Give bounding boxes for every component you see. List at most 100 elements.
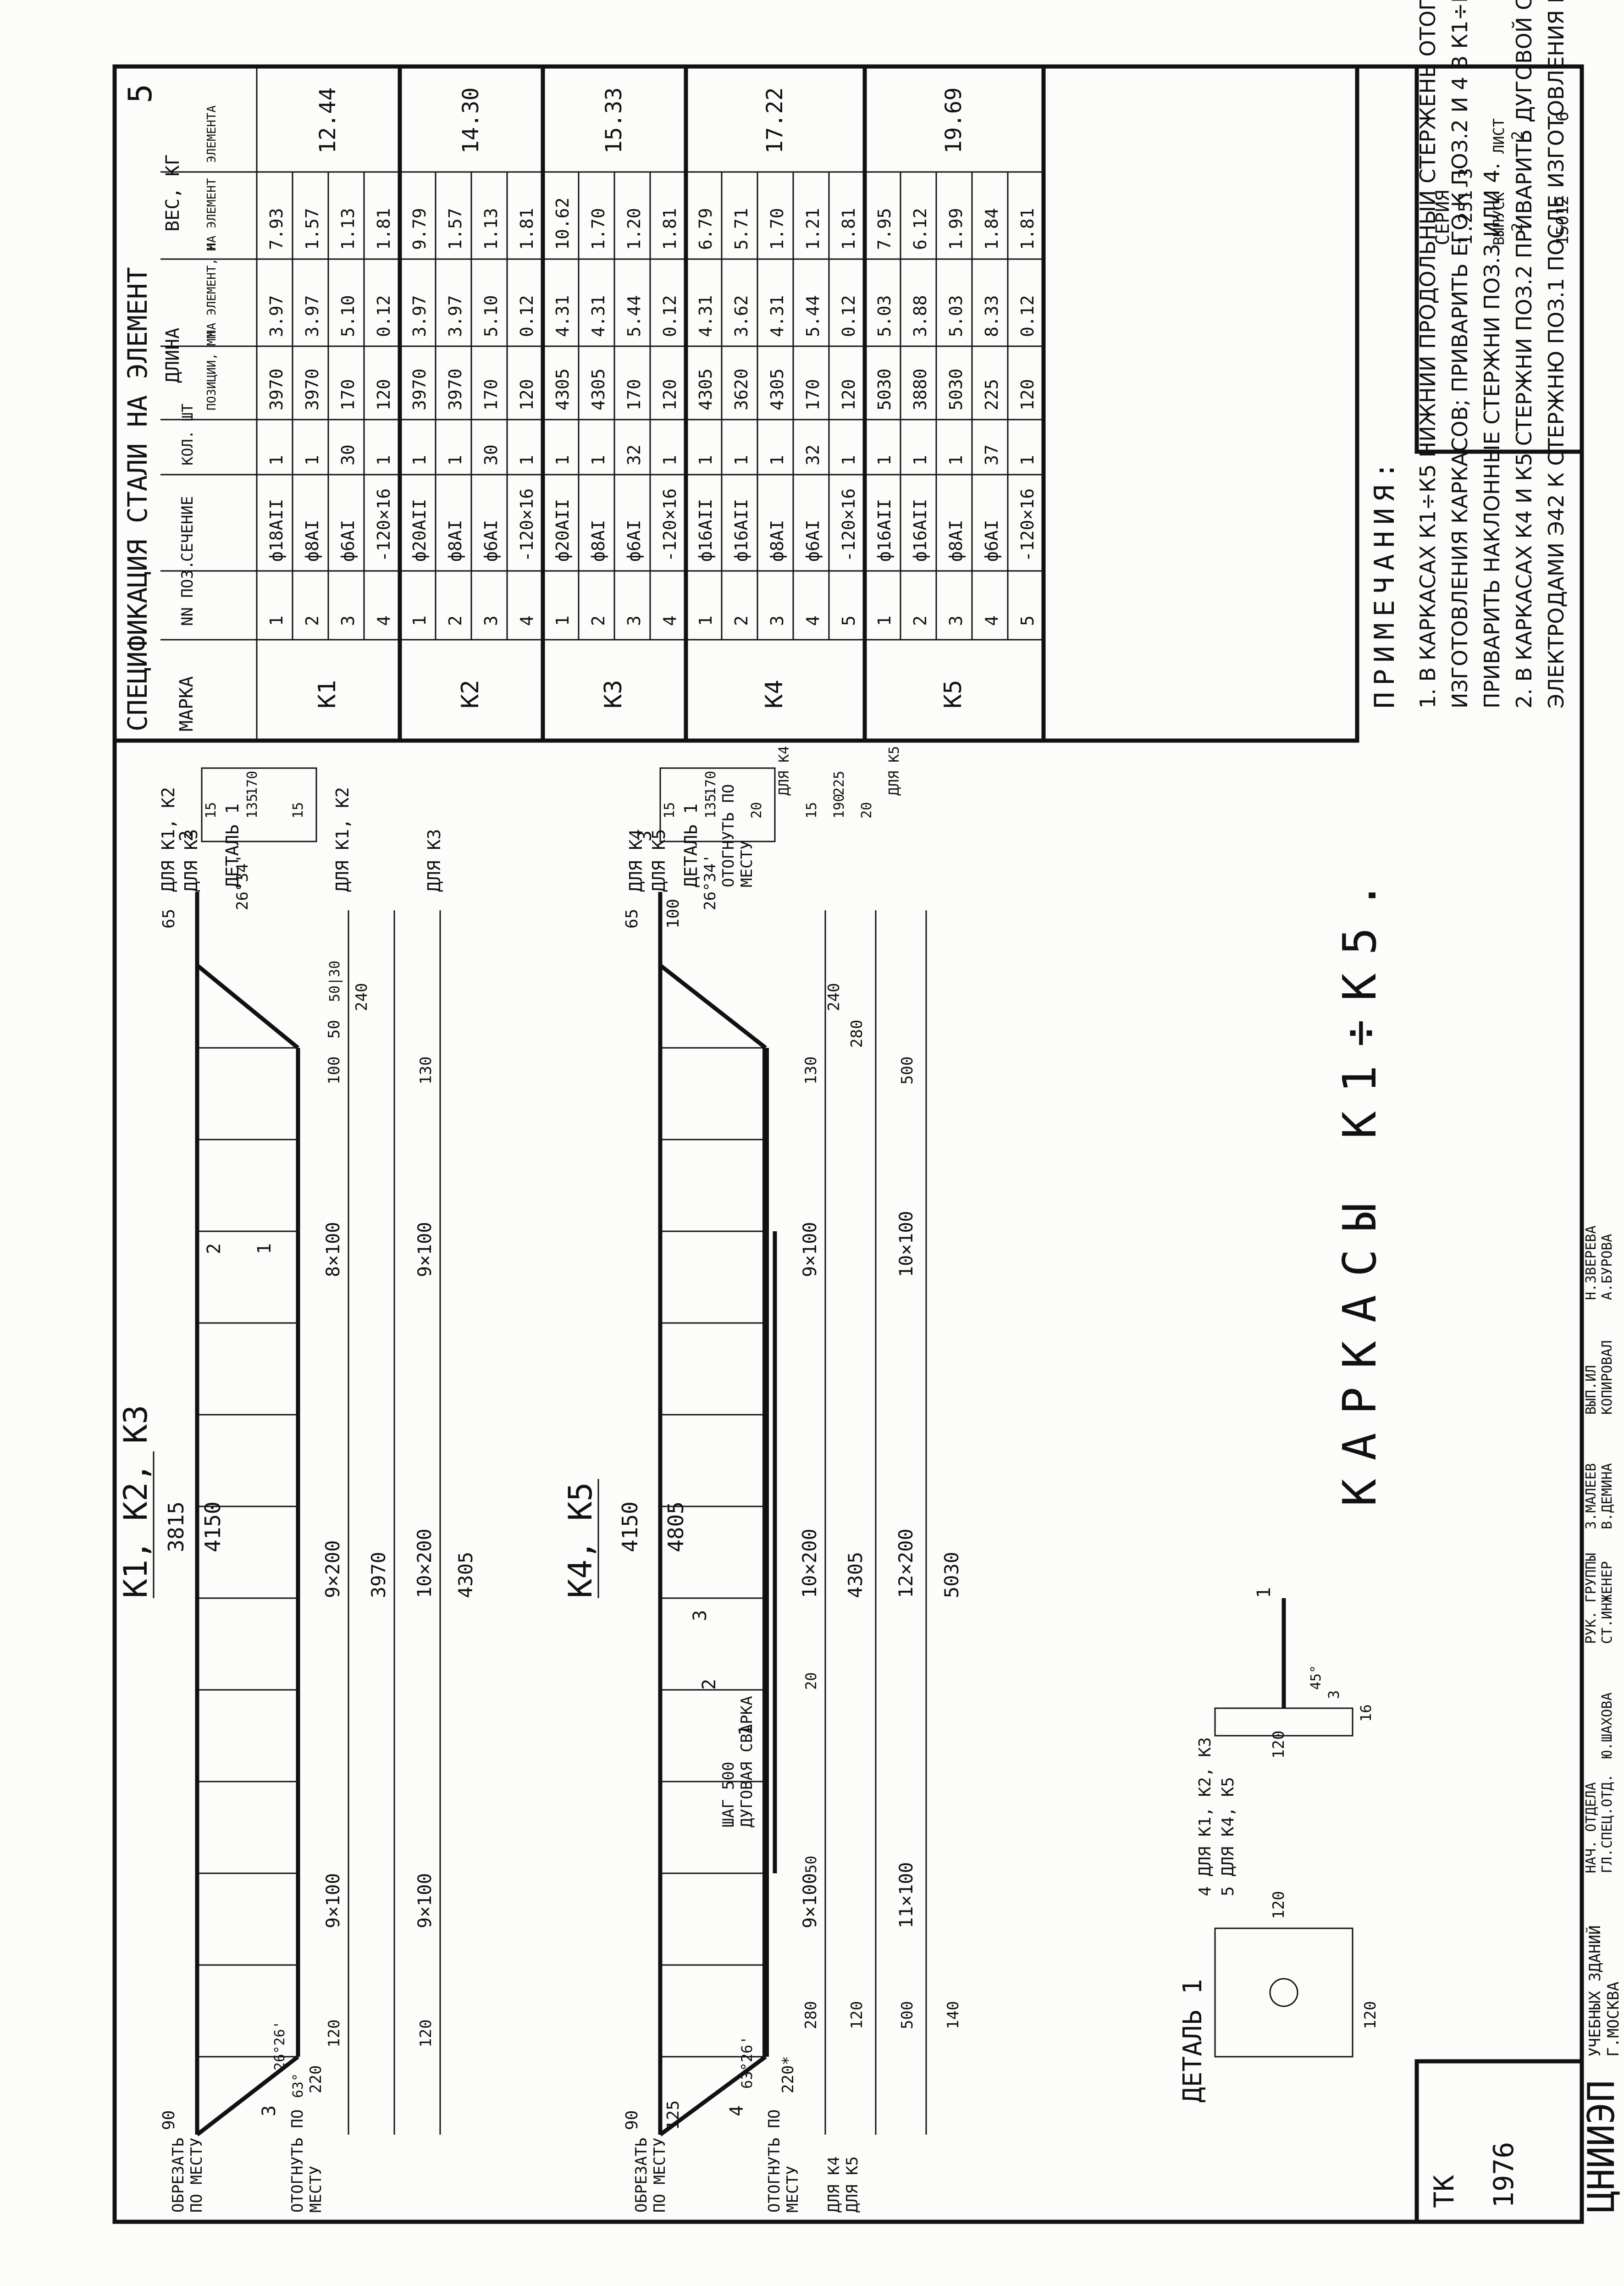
k4-for-k4: ДЛЯ К4 — [825, 2156, 843, 2213]
spec-cell: 120 — [517, 379, 537, 410]
k1-dim-50: 50 — [325, 1020, 343, 1039]
section1-d170: 170 — [244, 771, 260, 796]
role-2: ГЛ.СПЕЦ.ОТД. — [1599, 1774, 1615, 1873]
spec-cell: 2 — [302, 615, 322, 626]
detail1-d120b: 120 — [1270, 1891, 1288, 1919]
spec-cell: 170 — [624, 379, 644, 410]
k4-dim-4805: 4805 — [663, 1501, 688, 1552]
spec-cell: 5.03 — [946, 295, 966, 337]
k4-dim-500: 500 — [898, 2001, 917, 2029]
k4-weld-label: ДУГОВАЯ СВАРКА — [738, 1696, 756, 1827]
org-sub2: Г.МОСКВА — [1604, 1982, 1623, 2057]
year: 1976 — [1488, 2142, 1520, 2209]
spec-cell: ф6АI — [481, 520, 501, 562]
k4-bend3: ОТОГНУТЬ ПО — [719, 784, 738, 887]
spec-cell: 30 — [481, 444, 501, 465]
spec-cell: 3.97 — [266, 295, 287, 337]
k4-bend4: МЕСТУ — [738, 841, 756, 887]
spec-cell: 5030 — [874, 368, 895, 410]
spec-cell: 0.12 — [660, 295, 680, 337]
role-5: ВЫП.ИЛ — [1583, 1365, 1599, 1415]
spec-cell: 225 — [982, 379, 1002, 410]
spec-cell: 3970 — [302, 368, 322, 410]
k1-dim-8x100: 8×100 — [323, 1222, 344, 1277]
spec-cell: ф6АI — [803, 520, 823, 562]
k4-for-k5b: ДЛЯ К5 — [649, 829, 669, 892]
spec-cell: 6.79 — [696, 208, 716, 250]
spec-cell: 3880 — [910, 368, 930, 410]
spec-cell: 0.12 — [839, 295, 859, 337]
spec-cell: 3 — [946, 615, 966, 626]
spec-cell: 32 — [624, 444, 644, 465]
k4-cut-label: ОБРЕЗАТЬ — [632, 2137, 651, 2213]
spec-total-weight: 14.30 — [458, 88, 484, 154]
spec-cell: 1.81 — [374, 208, 394, 250]
spec-cell: 170 — [803, 379, 823, 410]
k4-cut-label2: ПО МЕСТУ — [651, 2137, 669, 2213]
detail1-d120c: 120 — [1270, 1731, 1288, 1759]
spec-cell: ф6АI — [982, 520, 1002, 562]
spec-cell: 4.31 — [552, 295, 573, 337]
k1-bend-label: ОТОГНУТЬ ПО — [288, 2109, 307, 2213]
spec-cell: 37 — [982, 444, 1002, 465]
spec-cell: ф16АII — [731, 499, 751, 562]
role-6: КОПИРОВАЛ — [1599, 1340, 1615, 1415]
k4-dim-5030: 5030 — [940, 1552, 963, 1598]
spec-header-weight: ВЕС, КГ — [162, 154, 183, 232]
page-no: 6 — [1553, 111, 1572, 122]
spec-cell: 5.71 — [731, 208, 751, 250]
spec-cell: 120 — [839, 379, 859, 410]
spec-cell: 1 — [731, 455, 751, 465]
spec-cell: 1.13 — [338, 208, 358, 250]
spec-cell: 5 — [839, 615, 859, 626]
spec-cell: -120×16 — [374, 488, 394, 562]
spec-cell: 1.84 — [982, 208, 1002, 250]
section1-d15b: 15 — [290, 802, 306, 819]
detail1-d16: 16 — [1357, 1704, 1375, 1722]
k1-dim-5030: 50|30 — [327, 961, 343, 1002]
spec-cell: 5.44 — [803, 295, 823, 337]
spec-cell: 3970 — [445, 368, 465, 410]
spec-header-section: СЕЧЕНИЕ — [178, 496, 197, 562]
k4-for-k5: ДЛЯ К5 — [843, 2156, 862, 2213]
spec-mark: К3 — [600, 680, 627, 708]
k4-dim-20: 20 — [802, 1672, 820, 1690]
spec-cell: 30 — [338, 444, 358, 465]
spec-cell: 2 — [731, 615, 751, 626]
spec-total-weight: 17.22 — [762, 88, 788, 154]
spec-cell: ф20АII — [409, 499, 430, 562]
k4-pos-3: 3 — [690, 1610, 711, 1621]
spec-header-w-total: ЭЛЕМЕНТА — [205, 105, 219, 163]
spec-header-mark: МАРКА — [176, 676, 197, 731]
spec-cell: 4.31 — [588, 295, 608, 337]
spec-cell: -120×16 — [839, 488, 859, 562]
spec-cell: 0.12 — [1017, 295, 1038, 337]
k1-dim-4305: 4305 — [454, 1552, 477, 1598]
issue-label: ВЫПУСК — [1490, 192, 1508, 245]
k4-dim-120: 120 — [848, 2001, 866, 2029]
k1-title: К1, К2, К3 — [117, 1405, 155, 1598]
spec-cell: 6.12 — [910, 208, 930, 250]
spec-cell: 1 — [874, 455, 895, 465]
org-name: ЦНИИЭП — [1580, 2080, 1623, 2213]
spec-total-weight: 15.33 — [601, 88, 627, 154]
k4-pos-2: 2 — [699, 1679, 720, 1690]
spec-cell: 1.81 — [1017, 208, 1038, 250]
section2-d15b: 15 — [804, 802, 820, 819]
role-4: СТ.ИНЖЕНЕР — [1599, 1561, 1615, 1644]
k4-dim-50: 50 — [802, 1855, 820, 1873]
spec-cell: 1.81 — [517, 208, 537, 250]
k4-detail-ref: ДЕТАЛЬ 1 — [681, 803, 701, 887]
section2-d135: 135 — [703, 794, 719, 819]
issue: 2 — [1508, 223, 1526, 232]
spec-cell: 5 — [1017, 615, 1038, 626]
spec-cell: 1 — [696, 615, 716, 626]
k1-dim-3815: 3815 — [164, 1501, 188, 1552]
k1-dim-90: 90 — [160, 2110, 178, 2130]
spec-cell: 1.57 — [302, 208, 322, 250]
k1-for-k3: ДЛЯ К3 — [181, 829, 201, 892]
spec-cell: 170 — [481, 379, 501, 410]
k4-pos-1: 1 — [735, 1725, 757, 1736]
spec-cell: 1.70 — [588, 208, 608, 250]
spec-cell: ф6АI — [624, 520, 644, 562]
